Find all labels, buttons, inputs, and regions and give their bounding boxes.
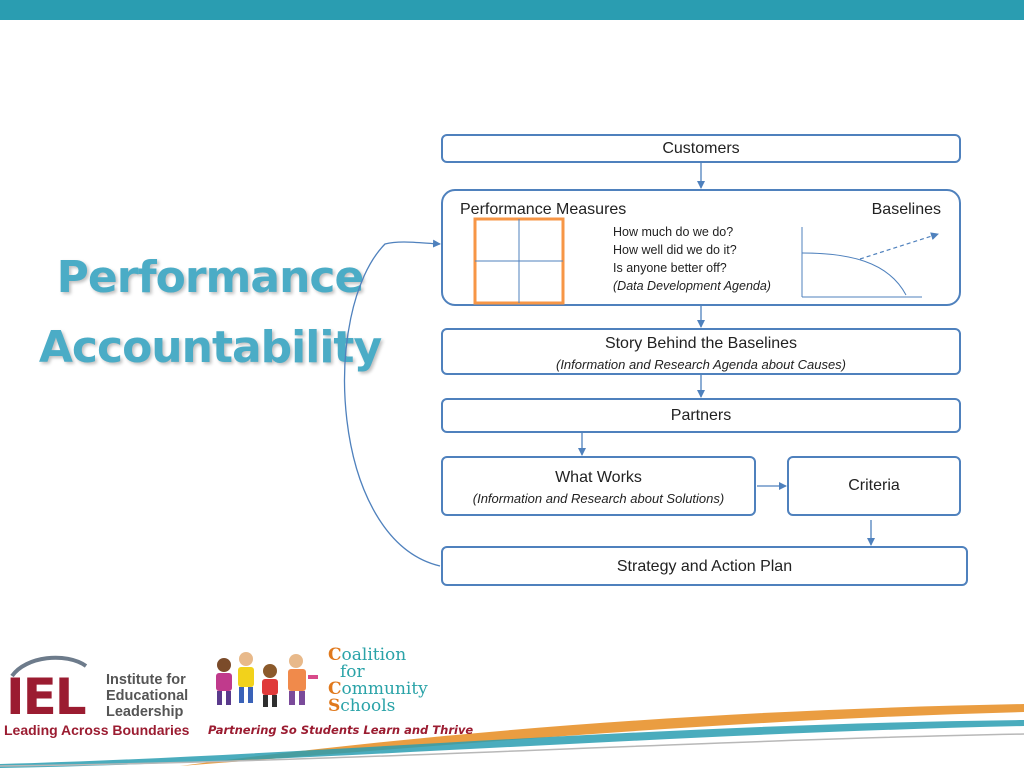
question-better-off: Is anyone better off? (613, 261, 727, 275)
top-accent-bar (0, 0, 1024, 20)
partners-box: Partners (441, 398, 961, 433)
iel-name-line-3: Leadership (106, 704, 184, 720)
baselines-label: Baselines (871, 201, 941, 218)
performance-measures-label: Performance Measures (460, 201, 627, 218)
ccs-name-line-2: for (340, 662, 365, 682)
data-development-agenda: (Data Development Agenda) (613, 279, 771, 293)
question-how-well: How well did we do it? (613, 243, 737, 257)
iel-logo: IEL Institute for Educational Leadership… (4, 650, 200, 742)
strategy-action-plan-box: Strategy and Action Plan (441, 546, 968, 586)
performance-measures-box: Performance Measures Baselines How much … (441, 189, 961, 306)
iel-logo-letters: IEL (6, 668, 87, 726)
story-label: Story Behind the Baselines (604, 335, 798, 352)
baseline-curve (801, 252, 907, 296)
question-how-much: How much do we do? (613, 225, 734, 239)
strategy-label: Strategy and Action Plan (616, 558, 793, 575)
title-line-performance: Performance (56, 252, 365, 303)
ccs-organization-name: Coalition for Community Schools (328, 647, 428, 715)
ccs-tagline: Partnering So Students Learn and Thrive (208, 723, 474, 737)
what-works-sub-label: (Information and Research about Solution… (472, 491, 725, 506)
iel-organization-name: Institute for Educational Leadership (106, 672, 188, 720)
partners-label: Partners (670, 407, 732, 424)
customers-label: Customers (662, 140, 740, 157)
ccs-logo: Coalition for Community Schools Partneri… (208, 645, 473, 745)
swoosh-teal-band (0, 720, 1024, 768)
swoosh-orange-band (180, 704, 1024, 766)
ccs-name-line-1: Coalition (328, 645, 407, 665)
iel-tagline: Leading Across Boundaries (4, 722, 190, 738)
bottom-swoosh-decoration (0, 704, 1024, 768)
ccs-name-line-4: Schools (328, 696, 396, 716)
baseline-mini-chart (801, 227, 939, 298)
iel-name-line-2: Educational (106, 688, 189, 704)
children-illustration-icon (216, 652, 318, 707)
story-sub-label: (Information and Research Agenda about C… (555, 357, 847, 372)
performance-questions: How much do we do? How well did we do it… (613, 223, 771, 295)
what-works-box: What Works (Information and Research abo… (441, 456, 756, 516)
forecast-dashed-arrow (859, 232, 939, 260)
iel-name-line-1: Institute for (106, 672, 186, 688)
what-works-label: What Works (555, 469, 642, 486)
ccs-name-line-3: Community (328, 679, 428, 699)
quadrant-matrix (473, 217, 565, 305)
title-line-accountability: Accountability (38, 322, 382, 373)
iel-logo-arc (10, 655, 88, 678)
criteria-box: Criteria (787, 456, 961, 516)
customers-box: Customers (441, 134, 961, 163)
story-behind-baselines-box: Story Behind the Baselines (Information … (441, 328, 961, 375)
criteria-label: Criteria (848, 477, 900, 494)
swoosh-gray-line (0, 733, 1024, 767)
